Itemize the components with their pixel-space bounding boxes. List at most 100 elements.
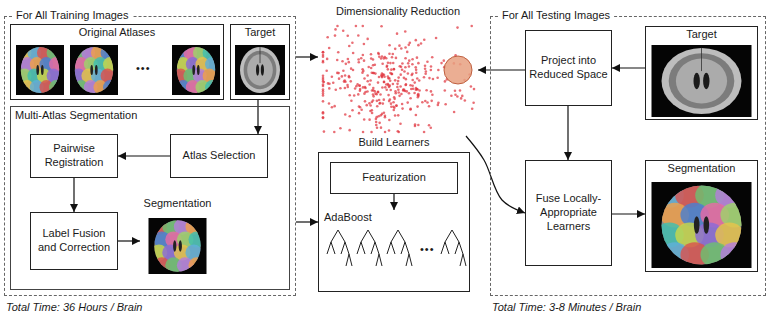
dashed-panel: For All Testing ImagesProject into Reduc…: [490, 16, 766, 296]
ventricle: [36, 65, 39, 75]
scatter-point: [459, 89, 462, 92]
scatter-point: [360, 57, 363, 60]
node-label: Label Fusion and Correction: [34, 227, 114, 255]
node-label: Target: [686, 28, 717, 42]
scatter-point: [332, 81, 335, 84]
scatter-point: [363, 59, 366, 62]
flow-arrow: [466, 136, 525, 213]
scatter-point: [394, 114, 397, 117]
label-overlay: [174, 46, 219, 95]
tree-branch: [349, 254, 352, 266]
neighborhood-highlight: [444, 56, 472, 84]
scatter-point: [350, 67, 353, 70]
scatter-point: [374, 63, 377, 66]
brain-outline: [240, 47, 280, 93]
classifier-group: AdaBoost•••: [322, 210, 466, 286]
ventricle: [694, 73, 700, 90]
scatter-point: [375, 116, 378, 119]
midline: [260, 47, 261, 63]
scatter-point: [341, 60, 344, 63]
scatter-point: [371, 101, 374, 104]
scatter-point: [388, 129, 391, 132]
ventricle: [90, 65, 93, 75]
scatter-point: [336, 72, 339, 75]
scatter-point: [384, 114, 387, 117]
scatter-point: [470, 85, 473, 88]
scatter-point: [364, 91, 367, 94]
scatter-point: [426, 60, 429, 63]
scatter-point: [376, 105, 379, 108]
scatter-point: [328, 102, 331, 105]
tree-branch: [391, 242, 395, 254]
tree-branch: [463, 254, 466, 266]
tree-branch: [398, 230, 405, 242]
tree-branch: [361, 242, 365, 254]
scatter-point: [390, 68, 393, 71]
scatter-point: [417, 124, 420, 127]
scatter-point: [406, 101, 409, 104]
scatter-point: [397, 80, 400, 83]
scatter-point: [347, 86, 350, 89]
scatter-point: [361, 25, 364, 28]
scatter-point: [400, 93, 403, 96]
scatter-point: [416, 105, 419, 108]
scatter-point: [389, 79, 392, 82]
image-box: Target: [645, 26, 758, 120]
scatter-point: [328, 82, 331, 85]
scatter-point: [411, 79, 414, 82]
scatter-point: [370, 67, 373, 70]
scatter-point: [431, 93, 434, 96]
scatter-point: [368, 102, 371, 105]
scatter-point: [372, 89, 375, 92]
scatter-plot: [322, 25, 476, 134]
ventricle: [192, 65, 195, 75]
brain-image: [16, 45, 64, 95]
scatter-point: [357, 34, 360, 37]
tree-branch: [346, 254, 349, 266]
scatter-point: [383, 81, 386, 84]
scatter-point: [322, 51, 325, 54]
scatter-point: [381, 55, 384, 58]
tree-branch: [327, 242, 331, 254]
tree-branch: [409, 254, 412, 266]
scatter-point: [367, 66, 370, 69]
process-box: Project into Reduced Space: [525, 30, 612, 106]
node-label: Project into Reduced Space: [529, 54, 608, 82]
scatter-point: [348, 75, 351, 78]
node-label: Fuse Locally-Appropriate Learners: [529, 192, 608, 233]
scatter-point: [343, 79, 346, 82]
scatter-point: [383, 81, 386, 84]
flow-arrow: [296, 56, 318, 57]
scatter-point: [415, 88, 418, 91]
image-background: [235, 45, 285, 95]
ventricle: [703, 73, 709, 90]
scatter-point: [379, 102, 382, 105]
scatter-point: [410, 88, 413, 91]
scatter-point: [364, 87, 367, 90]
label-overlay: [18, 46, 63, 95]
node-label: Dimensionality Reduction: [336, 5, 460, 19]
ventricle: [173, 240, 176, 251]
scatter-point: [348, 129, 351, 132]
scatter-point: [358, 84, 361, 87]
scatter-point: [376, 127, 379, 130]
scatter-point: [348, 115, 351, 118]
scatter-point: [360, 109, 363, 112]
scatter-point: [339, 127, 342, 130]
scatter-point: [399, 85, 402, 88]
timing-note: Total Time: 3-8 Minutes / Brain: [492, 301, 641, 313]
scatter-point: [328, 87, 331, 90]
scatter-point: [390, 73, 393, 76]
scatter-point: [355, 25, 358, 28]
scatter-point: [372, 87, 375, 90]
scatter-point: [350, 99, 353, 102]
decision-tree-icon: [441, 230, 466, 266]
scatter-point: [322, 92, 325, 95]
scatter-point: [401, 62, 404, 65]
scatter-point: [423, 38, 426, 41]
scatter-point: [374, 92, 377, 95]
tree-branch: [445, 230, 452, 242]
scatter-point: [351, 109, 354, 112]
scatter-point: [322, 117, 325, 120]
scatter-point: [392, 101, 395, 104]
